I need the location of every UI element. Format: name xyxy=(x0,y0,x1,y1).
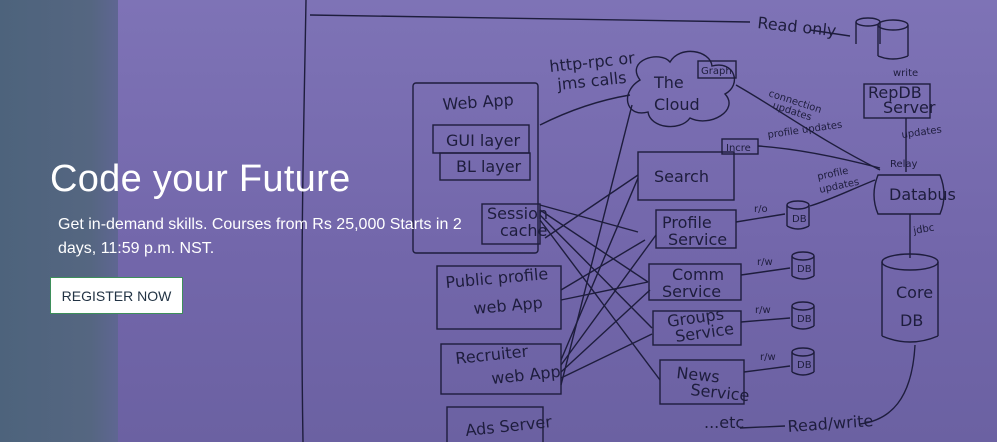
comm-db-label: DB xyxy=(797,264,812,275)
session-cache-box xyxy=(481,203,541,245)
groups-to-db-arrow xyxy=(740,317,791,323)
core-db-label-2: DB xyxy=(900,311,923,330)
databus-to-profile-db-arrow xyxy=(809,179,876,207)
repdb-label-2: Server xyxy=(883,98,936,117)
databus-shape xyxy=(873,174,945,215)
comm-service-label-2: Service xyxy=(662,282,721,301)
news-service-label-1: News xyxy=(676,363,721,386)
groups-rw-label: r/w xyxy=(755,305,771,316)
databus-to-graph-arrow xyxy=(735,84,881,171)
news-to-db-arrow xyxy=(743,365,791,373)
comm-db-icon xyxy=(791,251,815,280)
recruiter-box xyxy=(440,343,562,395)
databus-label: Databus xyxy=(889,185,956,204)
comm-service-label-1: Comm xyxy=(672,265,724,284)
session-label: Session xyxy=(487,204,548,223)
comm-rw-label: r/w xyxy=(757,257,773,268)
hero-left-panel xyxy=(0,0,130,442)
repdb-label-1: RepDB xyxy=(868,83,922,102)
profile-db-label: DB xyxy=(792,214,807,225)
news-db-label: DB xyxy=(797,360,812,371)
public-profile-label-1: Public profile xyxy=(445,264,549,292)
news-service-box xyxy=(659,359,745,405)
read-only-arrow xyxy=(309,14,851,37)
profile-to-db-arrow xyxy=(735,213,786,223)
etc-label: ...etc xyxy=(704,413,744,432)
read-only-label: Read only xyxy=(757,13,838,40)
hero-subtitle: Get in-demand skills. Courses from Rs 25… xyxy=(58,216,462,257)
ads-server-label: Ads Server xyxy=(464,412,553,440)
board-edge xyxy=(301,0,307,442)
hero-title: Code your Future xyxy=(50,158,351,200)
news-service-label-2: Service xyxy=(690,380,751,405)
core-db-cylinder xyxy=(881,253,939,343)
comm-to-db-arrow xyxy=(740,267,791,276)
ro-label: r/o xyxy=(754,204,768,215)
core-db-label-1: Core xyxy=(896,283,933,302)
bl-layer-label: BL layer xyxy=(456,157,522,176)
profile-db-icon xyxy=(786,200,810,230)
groups-db-icon xyxy=(791,301,815,330)
news-db-icon xyxy=(791,347,815,376)
webapp-to-cloud-arrow xyxy=(539,94,631,126)
jdbc-label: jdbc xyxy=(912,222,936,237)
cache-label: cache xyxy=(500,221,547,240)
write-label: write xyxy=(893,68,918,79)
read-write-arrow xyxy=(739,344,916,429)
replica-db-stack xyxy=(855,17,909,60)
profile-service-label-1: Profile xyxy=(662,213,712,232)
profile-service-label-2: Service xyxy=(668,230,727,249)
web-app-box xyxy=(412,82,539,254)
relay-label: Relay xyxy=(890,159,918,170)
service-call-arrows xyxy=(539,104,661,386)
cloud-label-2: Cloud xyxy=(654,95,700,114)
profile-updates-label: profile updates xyxy=(767,120,843,141)
public-profile-box xyxy=(436,265,562,330)
public-profile-label-2: web App xyxy=(473,293,544,318)
cloud-shape xyxy=(626,50,735,128)
cloud-label-1: The xyxy=(653,73,684,92)
updates-label: updates xyxy=(901,124,943,141)
repdb-server-box xyxy=(863,83,931,119)
incre-label: Incre xyxy=(726,143,751,154)
groups-db-label: DB xyxy=(797,314,812,325)
databus-to-search-arrow xyxy=(757,145,881,169)
news-rw-label: r/w xyxy=(760,352,776,363)
recruiter-label-1: Recruiter xyxy=(454,341,529,368)
profile-service-box xyxy=(655,209,737,249)
search-label: Search xyxy=(654,167,709,186)
web-app-label: Web App xyxy=(442,90,514,114)
recruiter-label-2: web App xyxy=(490,362,561,388)
gui-layer-label: GUI layer xyxy=(446,131,520,150)
bl-layer-box xyxy=(439,152,531,181)
register-now-button[interactable]: REGISTER NOW xyxy=(50,277,183,314)
search-box xyxy=(637,151,735,201)
ads-server-box xyxy=(446,406,544,442)
graph-label: Graph xyxy=(701,66,732,77)
graph-box xyxy=(697,60,737,79)
groups-service-box xyxy=(652,310,742,346)
comm-service-box xyxy=(648,263,742,301)
